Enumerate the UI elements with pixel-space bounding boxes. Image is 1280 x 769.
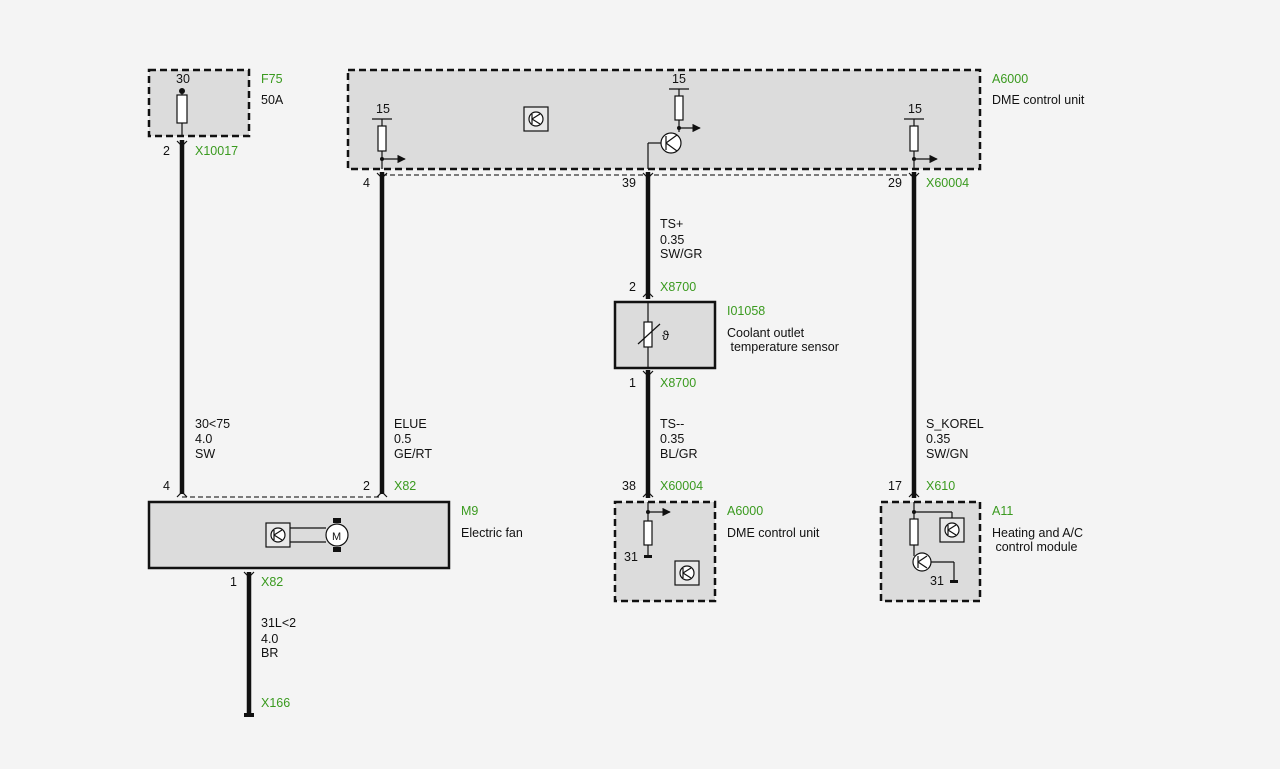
- control-unit-icon: [939, 517, 965, 543]
- a11-connector[interactable]: X610: [926, 479, 955, 493]
- transistor-icon: [944, 522, 960, 538]
- a6000-top-name: DME control unit: [992, 93, 1085, 107]
- a6000-pin-right: 29: [888, 176, 902, 190]
- a6000-top-connector[interactable]: X60004: [926, 176, 969, 190]
- transistor-icon: [912, 552, 932, 572]
- resistor-icon: [674, 95, 684, 121]
- a11-ground: 31: [930, 574, 944, 588]
- i01058-conn-bottom[interactable]: X8700: [660, 376, 696, 390]
- a6000-bottom-pin: 38: [622, 479, 636, 493]
- f75-rating: 50A: [261, 93, 284, 107]
- a6000-supply-right: 15: [908, 102, 922, 116]
- w3-gauge: 0.35: [660, 233, 684, 247]
- i01058-conn-top[interactable]: X8700: [660, 280, 696, 294]
- fuse-icon: [176, 94, 188, 124]
- wire-labels: 30<75 4.0 SW ELUE 0.5 GE/RT TS+ 0.35 SW/…: [195, 217, 984, 660]
- w6-signal: 31L<2: [261, 616, 296, 630]
- w1-gauge: 4.0: [195, 432, 212, 446]
- m9-pin-top-left: 4: [163, 479, 170, 493]
- w5-gauge: 0.35: [926, 432, 950, 446]
- transistor-icon: [679, 565, 695, 581]
- w2-signal: ELUE: [394, 417, 427, 431]
- f75-pin-top: 30: [176, 72, 190, 86]
- dme-control-unit-bottom[interactable]: 31 38 X60004 A6000 DME control unit: [613, 479, 820, 603]
- ground-connector-x166[interactable]: X166: [261, 696, 290, 710]
- f75-connector[interactable]: X10017: [195, 144, 238, 158]
- w4-color: BL/GR: [660, 447, 698, 461]
- transistor-icon: [528, 111, 544, 127]
- w4-signal: TS--: [660, 417, 684, 431]
- i01058-pin-bottom: 1: [629, 376, 636, 390]
- m9-box: [147, 500, 451, 570]
- w3-signal: TS+: [660, 217, 683, 231]
- f75-id[interactable]: F75: [261, 72, 283, 86]
- electric-fan-m9[interactable]: M 4 2 X82 1 X82 M9 Electric fan: [147, 479, 523, 589]
- m9-id[interactable]: M9: [461, 504, 478, 518]
- w1-color: SW: [195, 447, 215, 461]
- w2-color: GE/RT: [394, 447, 432, 461]
- transistor-icon: [270, 527, 286, 543]
- a6000-bottom-connector[interactable]: X60004: [660, 479, 703, 493]
- resistor-icon: [377, 125, 387, 152]
- w5-color: SW/GN: [926, 447, 968, 461]
- a6000-bottom-box: [613, 500, 717, 603]
- w2-gauge: 0.5: [394, 432, 411, 446]
- a6000-pin-mid: 39: [622, 176, 636, 190]
- a6000-top-box: [346, 68, 982, 171]
- a6000-bottom-ground: 31: [624, 550, 638, 564]
- i01058-name-2: temperature sensor: [727, 340, 839, 354]
- w6-color: BR: [261, 646, 278, 660]
- a11-name-1: Heating and A/C: [992, 526, 1083, 540]
- f75-box: [147, 68, 251, 138]
- a6000-supply-left: 15: [376, 102, 390, 116]
- m9-conn-bottom[interactable]: X82: [261, 575, 283, 589]
- resistor-icon: [909, 125, 919, 152]
- fuse-f75[interactable]: 30 2 X10017 F75 50A: [147, 68, 284, 158]
- w6-gauge: 4.0: [261, 632, 278, 646]
- w3-color: SW/GR: [660, 247, 702, 261]
- resistor-icon: [909, 518, 919, 546]
- motor-icon: [325, 523, 349, 547]
- motor-label: M: [332, 531, 341, 543]
- wires: [176, 140, 920, 717]
- i01058-box: [613, 300, 717, 370]
- m9-pin-bottom: 1: [230, 575, 237, 589]
- a6000-supply-mid: 15: [672, 72, 686, 86]
- a11-pin: 17: [888, 479, 902, 493]
- f75-pin-bottom: 2: [163, 144, 170, 158]
- w5-signal: S_KOREL: [926, 417, 984, 431]
- ground-icon: [644, 555, 652, 558]
- resistor-icon: [643, 520, 653, 546]
- m9-conn-top[interactable]: X82: [394, 479, 416, 493]
- w1-signal: 30<75: [195, 417, 230, 431]
- coolant-temperature-sensor[interactable]: ϑ 2 X8700 1 X8700 I01058 Coolant outlet …: [613, 280, 839, 390]
- m9-name: Electric fan: [461, 526, 523, 540]
- a6000-bottom-name: DME control unit: [727, 526, 820, 540]
- ground-terminal-icon: [244, 713, 254, 717]
- heating-ac-control-module[interactable]: 31 17 X610 A11 Heating and A/C control m…: [879, 479, 1083, 603]
- i01058-id[interactable]: I01058: [727, 304, 765, 318]
- temperature-symbol-icon: ϑ: [662, 328, 670, 343]
- i01058-pin-top: 2: [629, 280, 636, 294]
- a6000-bottom-id[interactable]: A6000: [727, 504, 763, 518]
- a6000-pin-left: 4: [363, 176, 370, 190]
- m9-pin-top-right: 2: [363, 479, 370, 493]
- a6000-top-id[interactable]: A6000: [992, 72, 1028, 86]
- transistor-icon: [660, 132, 682, 154]
- w4-gauge: 0.35: [660, 432, 684, 446]
- a11-id[interactable]: A11: [992, 504, 1013, 518]
- dme-control-unit-top[interactable]: 15 15 15 A6000 DME control unit 4 39 29 …: [346, 68, 1085, 190]
- ground-icon: [950, 580, 958, 583]
- a11-name-2: control module: [992, 540, 1078, 554]
- i01058-name-1: Coolant outlet: [727, 326, 805, 340]
